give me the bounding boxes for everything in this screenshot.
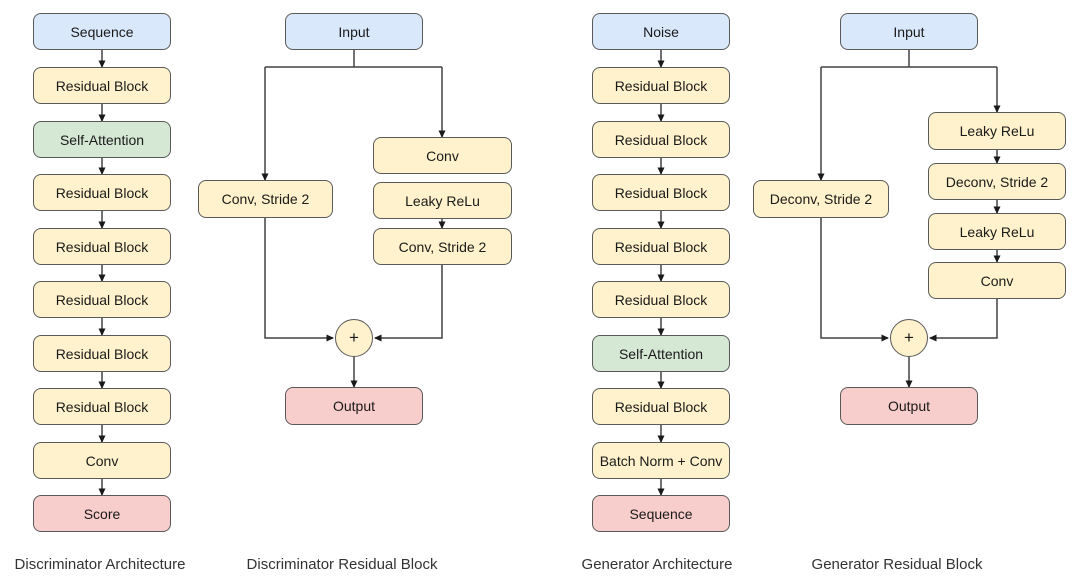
- node-gen-self-attention: Self-Attention: [592, 335, 730, 372]
- node-disc-residual-6: Residual Block: [33, 388, 171, 425]
- node-drb-leaky-relu: Leaky ReLu: [373, 182, 512, 219]
- node-gen-residual-6: Residual Block: [592, 388, 730, 425]
- caption-generator-residual-block: Generator Residual Block: [811, 556, 983, 573]
- node-drb-output: Output: [285, 387, 423, 425]
- sum-node-drb-sum: +: [335, 319, 373, 357]
- node-disc-residual-5: Residual Block: [33, 335, 171, 372]
- node-grb-input: Input: [840, 13, 978, 50]
- node-disc-conv: Conv: [33, 442, 171, 479]
- node-drb-conv-stride: Conv, Stride 2: [373, 228, 512, 265]
- node-grb-conv: Conv: [928, 262, 1066, 299]
- node-grb-leaky-relu-1: Leaky ReLu: [928, 112, 1066, 150]
- node-gen-noise: Noise: [592, 13, 730, 50]
- node-disc-residual-4: Residual Block: [33, 281, 171, 318]
- sum-node-grb-sum: +: [890, 319, 928, 357]
- node-gen-residual-4: Residual Block: [592, 228, 730, 265]
- edge-drb-e7: [374, 265, 443, 342]
- node-gen-residual-3: Residual Block: [592, 174, 730, 211]
- caption-generator-architecture: Generator Architecture: [581, 556, 733, 573]
- node-disc-residual-3: Residual Block: [33, 228, 171, 265]
- node-disc-residual-1: Residual Block: [33, 67, 171, 104]
- node-drb-conv: Conv: [373, 137, 512, 174]
- node-grb-output: Output: [840, 387, 978, 425]
- caption-discriminator-architecture: Discriminator Architecture: [14, 556, 186, 573]
- edge-drb-e6: [264, 218, 334, 342]
- node-disc-residual-2: Residual Block: [33, 174, 171, 211]
- node-gen-residual-2: Residual Block: [592, 121, 730, 158]
- node-disc-score: Score: [33, 495, 171, 532]
- node-disc-self-attention: Self-Attention: [33, 121, 171, 158]
- node-gen-residual-1: Residual Block: [592, 67, 730, 104]
- node-grb-deconv-skip: Deconv, Stride 2: [753, 180, 889, 218]
- node-grb-deconv-stride: Deconv, Stride 2: [928, 163, 1066, 200]
- caption-discriminator-residual-block: Discriminator Residual Block: [246, 556, 438, 573]
- node-drb-input: Input: [285, 13, 423, 50]
- node-grb-leaky-relu-2: Leaky ReLu: [928, 213, 1066, 250]
- edge-grb-e9: [929, 299, 998, 342]
- node-gen-residual-5: Residual Block: [592, 281, 730, 318]
- node-disc-sequence: Sequence: [33, 13, 171, 50]
- edge-grb-e8: [820, 218, 889, 342]
- node-drb-conv-stride-skip: Conv, Stride 2: [198, 180, 333, 218]
- node-gen-batchnorm-conv: Batch Norm + Conv: [592, 442, 730, 479]
- node-gen-sequence: Sequence: [592, 495, 730, 532]
